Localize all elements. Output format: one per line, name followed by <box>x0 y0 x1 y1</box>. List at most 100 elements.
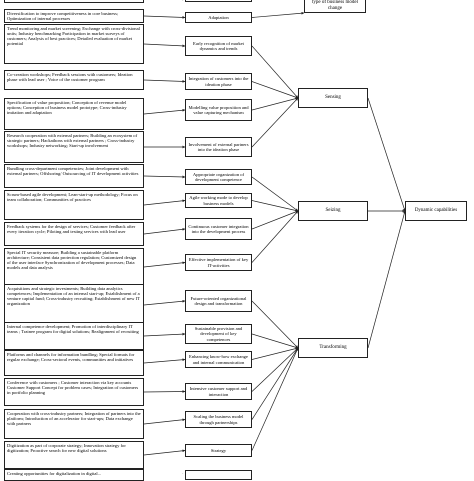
practice-box-16-label: Creating opportunities for digitalizatio… <box>7 470 102 476</box>
activity-box-12-label: Enhancing know-how exchange and internal… <box>189 354 248 365</box>
practice-box-8: Feedback systems for the design of servi… <box>4 222 144 246</box>
arrow-capability-2 <box>367 210 406 349</box>
activity-box-9-label: Effective implementation of key IT-activ… <box>188 257 249 268</box>
arrow-practice-11 <box>143 332 186 337</box>
practice-box-12: Platforms and channels for information b… <box>4 350 144 376</box>
arrow-activity-12 <box>251 347 299 360</box>
arrow-practice-10 <box>143 299 186 306</box>
practice-box-13: Conference with customers ; Customer int… <box>4 378 144 406</box>
practice-box-10-label: Acquisitions and strategic investments; … <box>7 285 140 307</box>
practice-box-4: Specification of value proposition; Conc… <box>4 98 144 130</box>
practice-box-9-label: Special IT security measure; Building a … <box>7 249 137 271</box>
activity-box-1: Adaptation <box>185 12 252 23</box>
practice-box-10: Acquisitions and strategic investments; … <box>4 284 144 326</box>
activity-box-13-label: Intensive customer support and interacti… <box>189 386 248 397</box>
dynamic-capabilities-box: Dynamic capabilities <box>405 201 467 221</box>
arrow-activity-14 <box>251 347 299 420</box>
arrow-activity-2 <box>251 45 299 99</box>
activity-box-0 <box>185 0 252 2</box>
activity-box-15: Strategy <box>185 444 252 457</box>
practice-box-5: Research cooperation with external partn… <box>4 131 144 163</box>
practice-box-11: Internal competence development; Promoti… <box>4 322 144 350</box>
practice-box-7: Scrum-based agile development; Lean-star… <box>4 190 144 220</box>
arrow-practice-9 <box>143 261 186 268</box>
practice-box-1-label: Diversification to improve competitivene… <box>7 10 119 21</box>
practice-box-14: Cooperation with cross-industry partners… <box>4 409 144 439</box>
practice-box-9: Special IT security measure; Building a … <box>4 248 144 286</box>
arrow-adaptation-type <box>251 11 305 18</box>
practice-box-8-label: Feedback systems for the design of servi… <box>7 223 136 234</box>
activity-box-5-label: Involvement of external partners into th… <box>188 141 249 152</box>
practice-box-6-label: Bundling cross-department competencies; … <box>7 165 139 176</box>
practice-box-4-label: Specification of value proposition; Conc… <box>7 99 127 115</box>
activity-box-3-label: Integration of customers into the ideati… <box>188 76 249 87</box>
arrow-activity-9 <box>251 210 299 263</box>
capability-box-seizing-label: Seizing <box>325 208 341 214</box>
arrow-activity-4 <box>251 97 299 111</box>
activity-box-15-label: Strategy <box>210 447 227 453</box>
arrow-activity-8 <box>251 210 299 230</box>
arrow-activity-6 <box>251 176 299 212</box>
activity-box-16 <box>185 470 252 480</box>
arrow-practice-8 <box>143 227 186 235</box>
practice-box-0 <box>4 0 144 3</box>
arrow-activity-15 <box>251 347 299 451</box>
arrow-practice-15 <box>143 449 186 456</box>
practice-box-13-label: Conference with customers ; Customer int… <box>7 379 139 395</box>
arrow-practice-14 <box>143 418 186 425</box>
arrow-activity-13 <box>251 347 299 392</box>
activity-box-4-label: Modelling value proposition and value ca… <box>188 104 249 115</box>
activity-box-6: Appropriate organization of development … <box>185 169 252 185</box>
type-of-change-box-label: type of business model change <box>312 0 358 11</box>
capability-box-sensing-label: Sensing <box>325 95 341 101</box>
activity-box-4: Modelling value proposition and value ca… <box>185 99 252 121</box>
capability-box-transforming: Transforming <box>298 338 368 358</box>
practice-box-3: Co-creation workshops; Feedback sessions… <box>4 70 144 90</box>
activity-box-7-label: Agile working mode to develop business m… <box>189 195 248 206</box>
practice-box-12-label: Platforms and channels for information b… <box>7 351 135 362</box>
arrow-practice-3 <box>143 79 186 83</box>
activity-box-11-label: Sustainable provision and development of… <box>194 326 243 342</box>
arrow-practice-2 <box>143 43 186 48</box>
arrow-activity-11 <box>251 333 299 349</box>
activity-box-6-label: Appropriate organization of development … <box>192 171 245 182</box>
capability-box-transforming-label: Transforming <box>319 345 347 351</box>
activity-box-13: Intensive customer support and interacti… <box>185 383 252 400</box>
arrow-activity-5 <box>251 97 299 148</box>
arrow-activity-3 <box>251 81 299 99</box>
arrow-practice-6 <box>143 175 186 179</box>
activity-box-8-label: Continuous customer integration into the… <box>188 223 249 234</box>
capability-box-seizing: Seizing <box>298 201 368 221</box>
arrow-practice-4 <box>143 108 186 115</box>
activity-box-5: Involvement of external partners into th… <box>185 137 252 157</box>
activity-box-10: Future-oriented organizational design an… <box>185 290 252 312</box>
practice-box-14-label: Cooperation with cross-industry partners… <box>7 410 141 426</box>
type-of-change-box: type of business model change <box>304 0 366 13</box>
practice-box-7-label: Scrum-based agile development; Lean-star… <box>7 191 138 202</box>
arrow-practice-1 <box>143 15 186 19</box>
activity-box-3: Integration of customers into the ideati… <box>185 73 252 90</box>
arrow-practice-13 <box>143 390 186 393</box>
activity-box-8: Continuous customer integration into the… <box>185 218 252 240</box>
practice-box-15-label: Digitization as part of corporate strate… <box>7 442 126 453</box>
practice-box-2: Trend monitoring and market screening; E… <box>4 24 144 64</box>
activity-box-11: Sustainable provision and development of… <box>185 324 252 344</box>
activity-box-7: Agile working mode to develop business m… <box>185 193 252 208</box>
arrow-activity-10 <box>251 300 299 349</box>
activity-box-14-label: Scaling the business model through partn… <box>193 414 244 425</box>
activity-box-2: Early recognition of market dynamics and… <box>185 36 252 56</box>
activity-box-9: Effective implementation of key IT-activ… <box>185 254 252 271</box>
practice-box-5-label: Research cooperation with external partn… <box>7 132 138 148</box>
activity-box-12: Enhancing know-how exchange and internal… <box>185 351 252 368</box>
practice-box-15: Digitization as part of corporate strate… <box>4 441 144 469</box>
practice-box-2-label: Trend monitoring and market screening; E… <box>7 25 140 47</box>
arrow-practice-7 <box>143 199 186 206</box>
capability-box-sensing: Sensing <box>298 88 368 108</box>
activity-box-10-label: Future-oriented organizational design an… <box>190 295 247 306</box>
practice-box-6: Bundling cross-department competencies; … <box>4 164 144 188</box>
practice-box-3-label: Co-creation workshops; Feedback sessions… <box>7 71 133 82</box>
activity-box-2-label: Early recognition of market dynamics and… <box>193 40 244 51</box>
arrow-capability-0 <box>367 97 406 212</box>
arrow-practice-12 <box>143 358 186 364</box>
